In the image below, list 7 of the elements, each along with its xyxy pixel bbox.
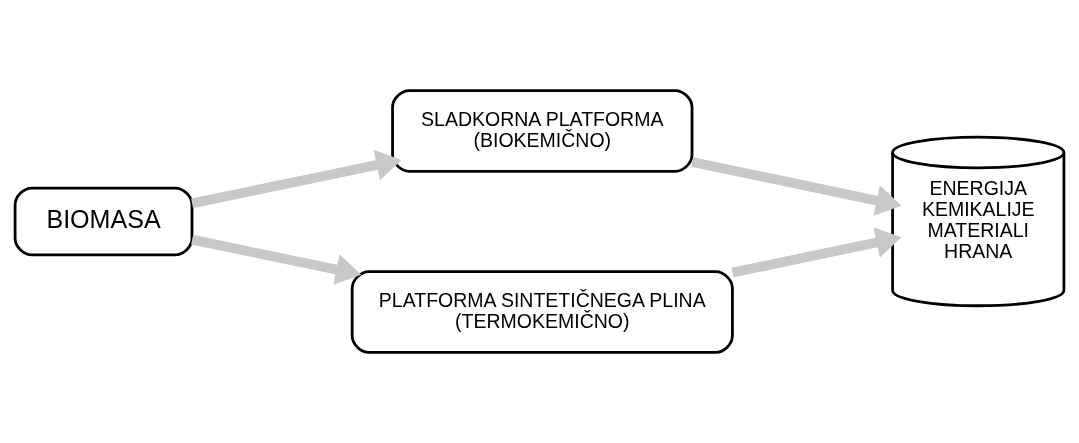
node-box: PLATFORMA SINTETIČNEGA PLINA (TERMOKEMIČNO) [350,270,734,354]
arrow [191,149,402,209]
node-box: SLADKORNA PLATFORMA (BIOKEMIČNO) [391,89,694,173]
arrow [191,234,362,285]
arrow [691,157,902,216]
arrow [731,227,902,278]
node-box: BIOMASA [13,186,194,257]
